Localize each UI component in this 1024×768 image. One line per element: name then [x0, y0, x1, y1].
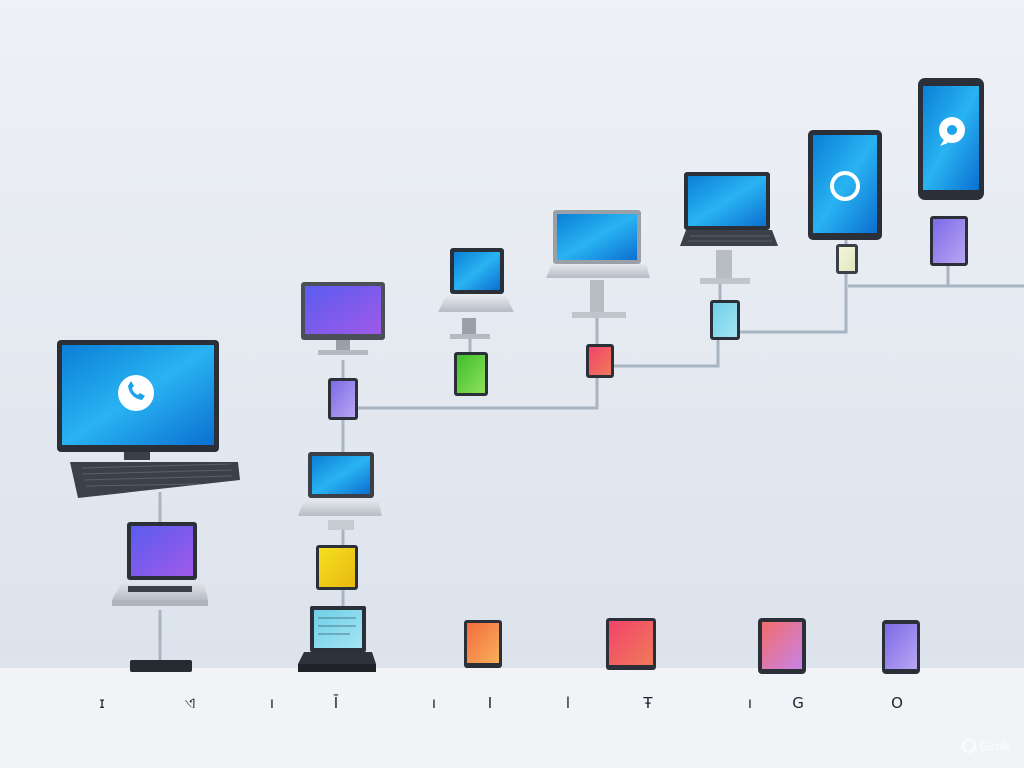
smartphone-large [918, 78, 984, 200]
grok-logo-icon [961, 739, 976, 753]
glyph-label: ɪ [99, 694, 105, 712]
phone-logo-icon [118, 375, 154, 411]
monitor-purple [301, 282, 385, 355]
monitor-blue-small [438, 248, 514, 339]
floor-surface [0, 668, 1024, 768]
tablet-large [808, 130, 882, 240]
tablet-small-purple [328, 378, 358, 420]
glyph-label: G [792, 694, 804, 712]
bottom-tablet-coral [606, 618, 656, 670]
device-base [130, 660, 192, 672]
glyph-label: Ŧ [643, 694, 653, 712]
tablet-green [454, 352, 488, 396]
tablet-teal [710, 300, 740, 340]
watermark-text: Grok [979, 738, 1010, 754]
bottom-tablet-pink [758, 618, 806, 674]
glyph-label: I [487, 694, 493, 712]
tablet-red [586, 344, 614, 378]
laptop-dark [298, 606, 376, 672]
glyph-label: ı [747, 694, 753, 712]
desktop-monitor [57, 340, 240, 498]
bottom-tablet-orange [464, 620, 502, 668]
glyph-label: Ī [333, 694, 339, 712]
connector-lines [158, 240, 1024, 660]
watermark: Grok [961, 738, 1010, 754]
laptop-silver [546, 210, 650, 318]
laptop-black [680, 172, 778, 284]
tablet-yellow [316, 545, 358, 590]
phone-pale [836, 244, 858, 274]
glyph-label: ଏ [184, 694, 196, 712]
glyph-label: ı [269, 694, 275, 712]
laptop-blue [298, 452, 382, 530]
tablet-lavender [930, 216, 968, 266]
laptop-purple [112, 522, 208, 606]
glyph-label-row: ɪ ଏ ı Ī ı I l Ŧ ı G O [0, 694, 1024, 718]
bottom-tablet-lavender [882, 620, 920, 674]
circle-logo-icon [830, 171, 860, 201]
glyph-label: O [891, 694, 903, 712]
glyph-label: l [565, 694, 571, 712]
glyph-label: ı [431, 694, 437, 712]
